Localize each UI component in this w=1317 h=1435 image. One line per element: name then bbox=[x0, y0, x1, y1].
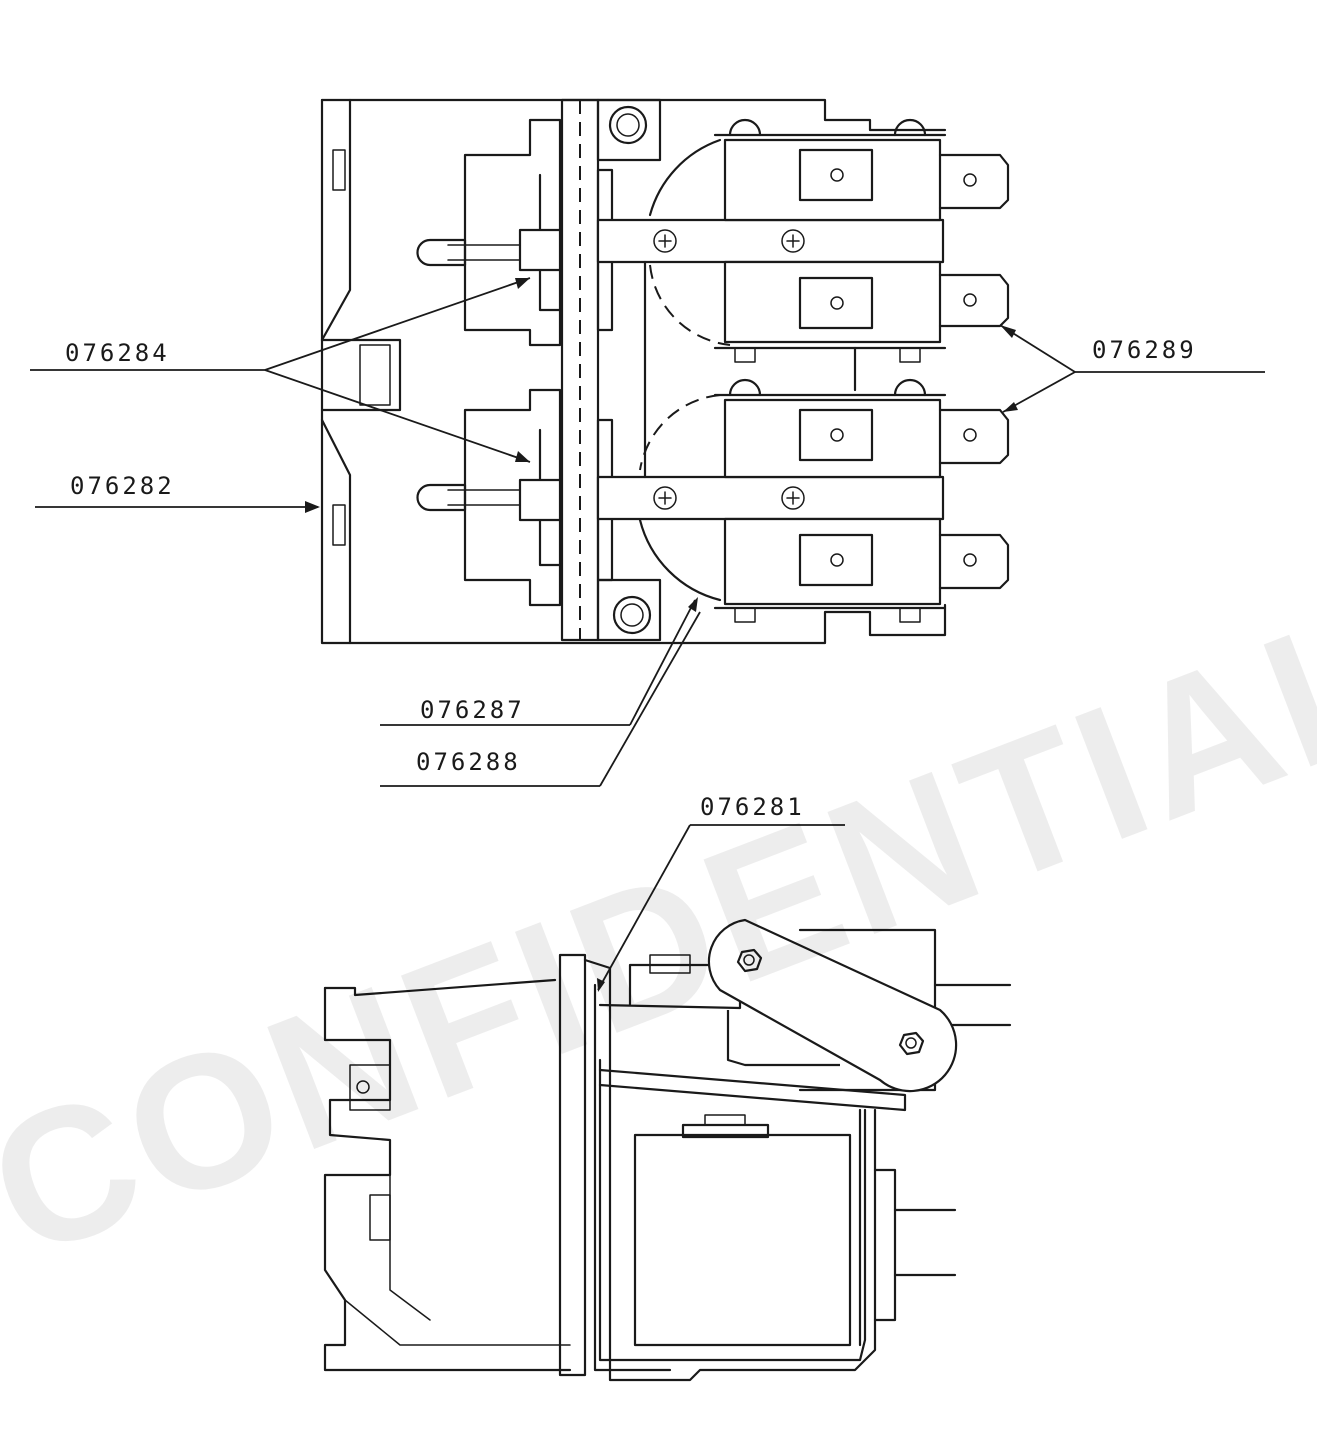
label-076289: 076289 bbox=[1092, 336, 1197, 364]
label-076287: 076287 bbox=[420, 696, 525, 724]
callout-labels: 076284 076282 076289 076287 076288 07628… bbox=[65, 336, 1197, 821]
side-view bbox=[323, 918, 1012, 1382]
label-076284: 076284 bbox=[65, 339, 170, 367]
label-076282: 076282 bbox=[70, 472, 175, 500]
label-076281: 076281 bbox=[700, 793, 805, 821]
top-view bbox=[320, 98, 1010, 645]
label-076288: 076288 bbox=[416, 748, 521, 776]
callout-leaders bbox=[30, 277, 1265, 992]
